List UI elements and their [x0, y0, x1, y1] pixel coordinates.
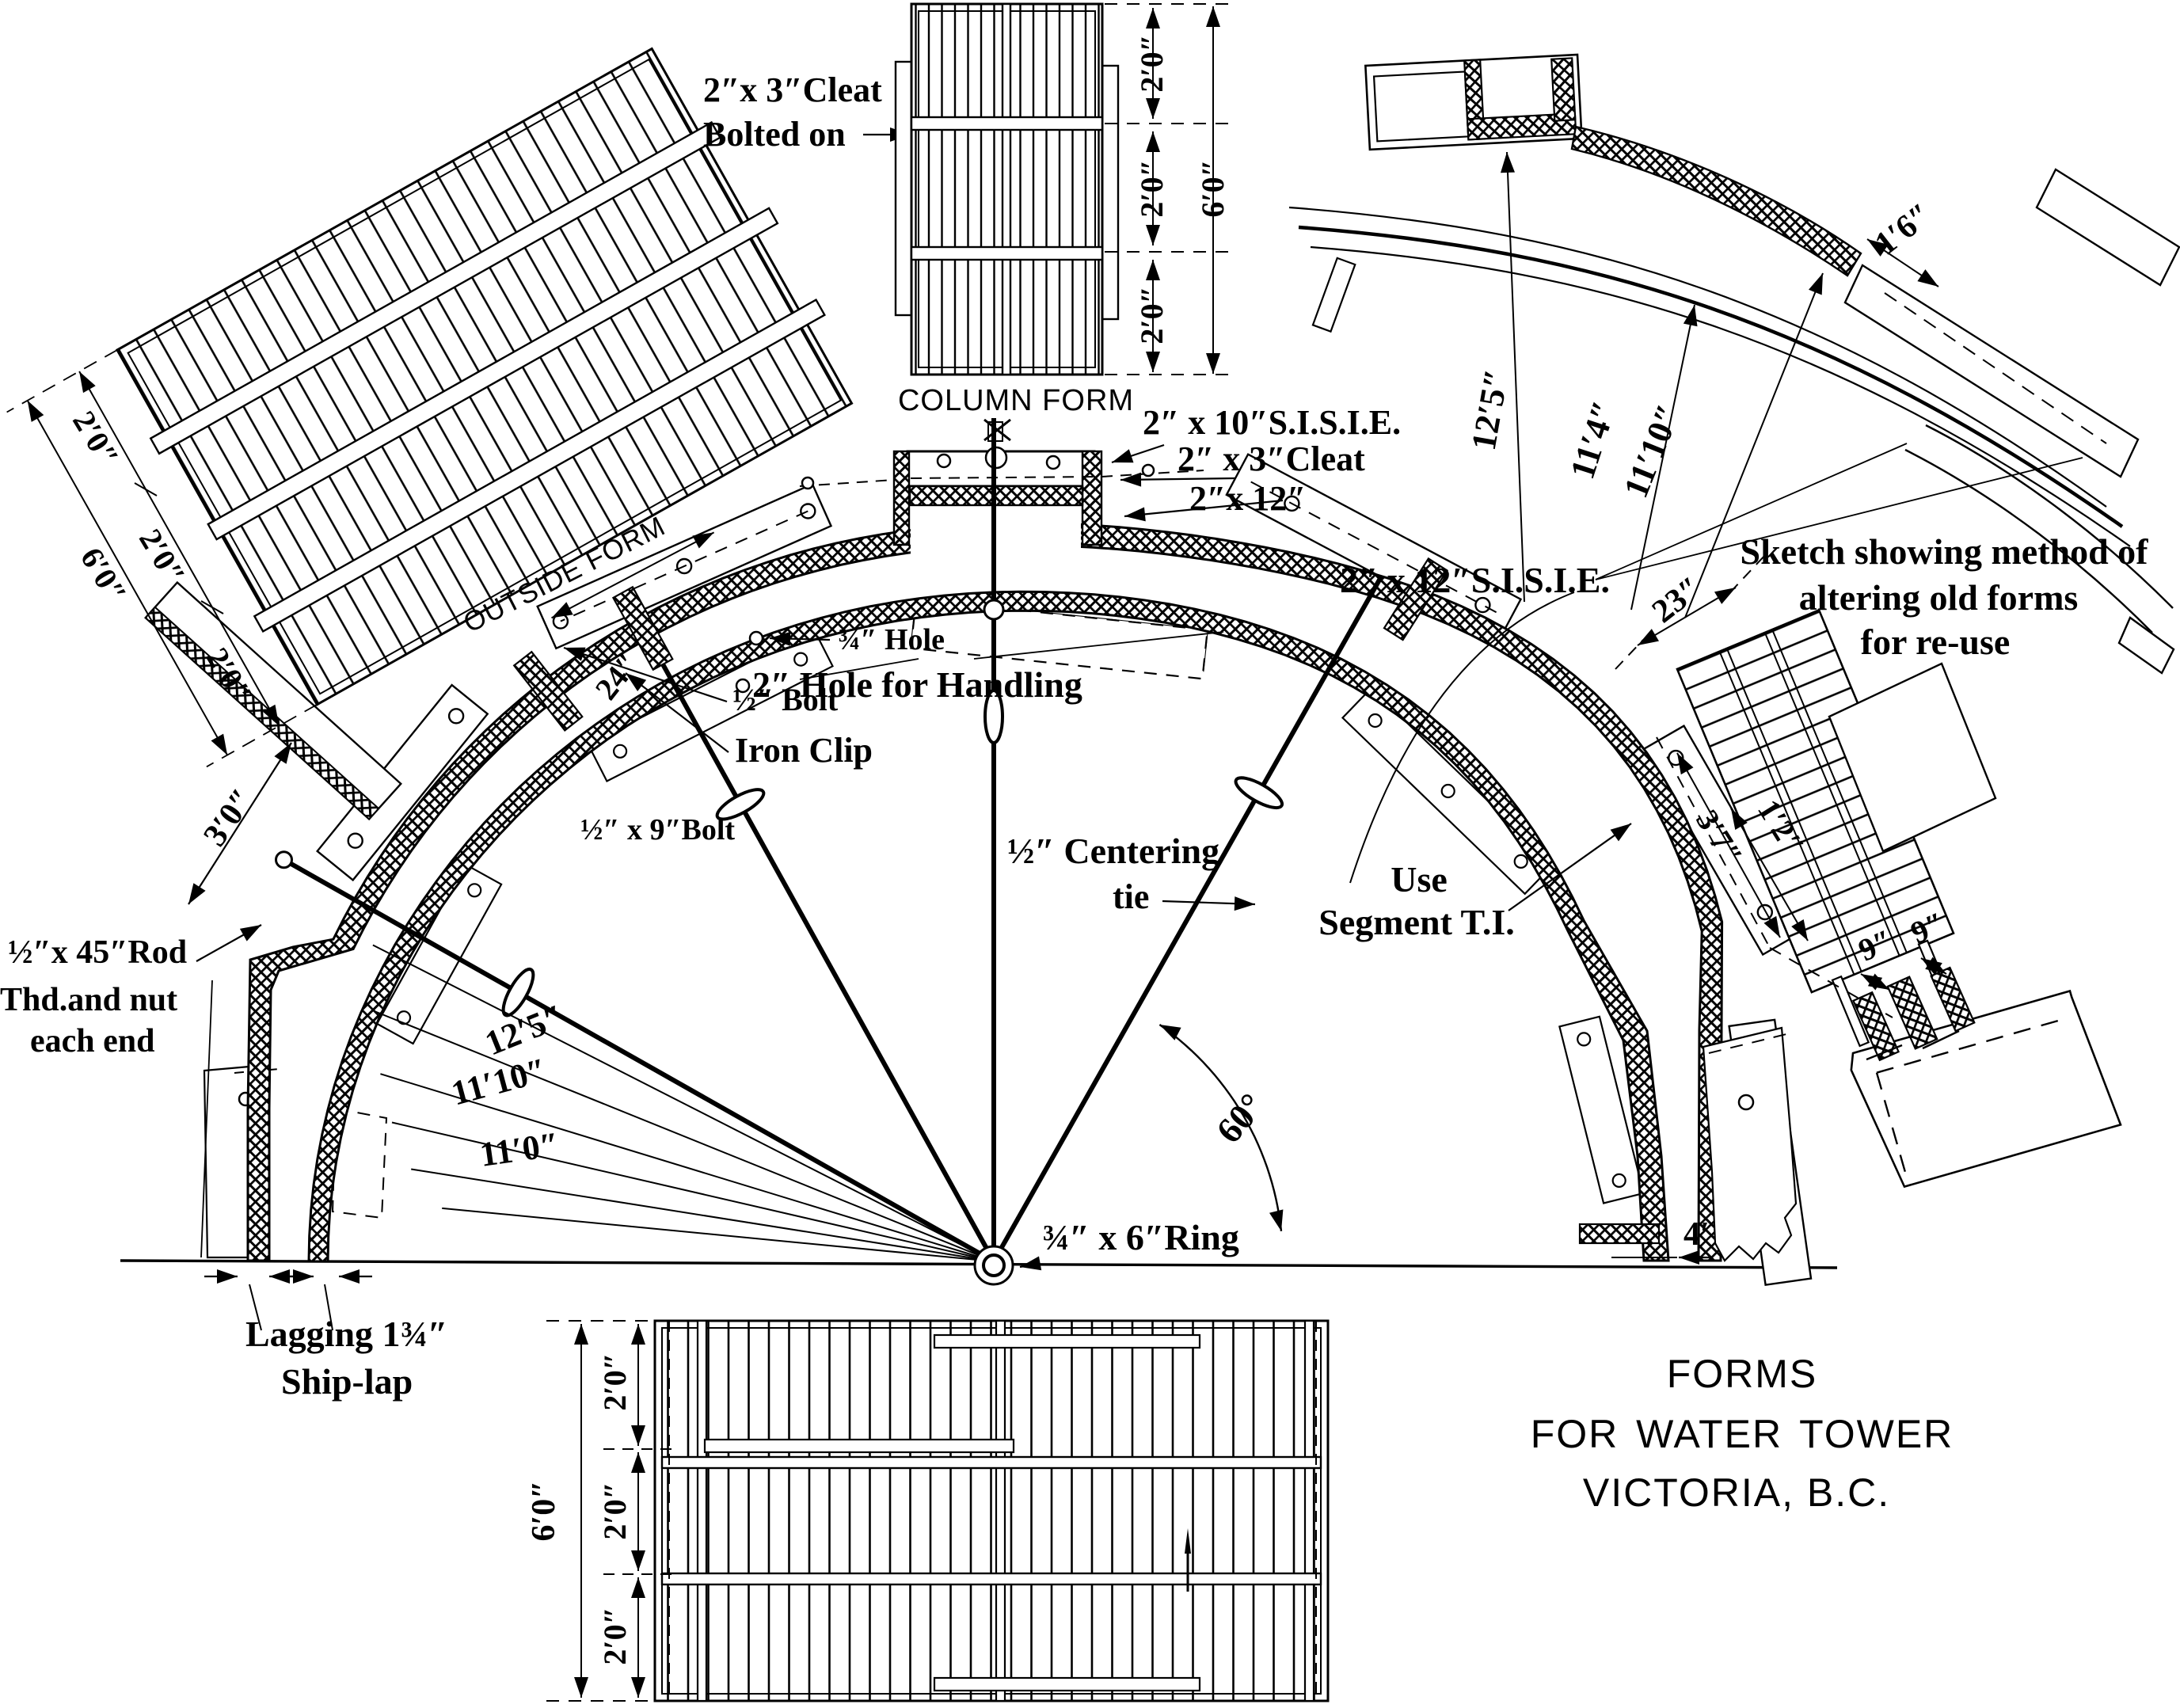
svg-text:2″x 3″Cleat: 2″x 3″Cleat — [703, 70, 882, 109]
svg-text:tie: tie — [1113, 877, 1149, 916]
svg-text:6′0″: 6′0″ — [526, 1480, 562, 1541]
svg-text:Ship-lap: Ship-lap — [281, 1361, 413, 1402]
svg-text:altering old forms: altering old forms — [1799, 577, 2079, 618]
svg-text:¾″ Hole: ¾″ Hole — [838, 623, 945, 656]
svg-text:Lagging 1¾″: Lagging 1¾″ — [245, 1314, 447, 1354]
svg-text:2′0″: 2′0″ — [1134, 286, 1170, 344]
svg-text:Use: Use — [1391, 859, 1448, 900]
svg-text:4′: 4′ — [1684, 1216, 1710, 1253]
svg-text:Segment T.I.: Segment T.I. — [1318, 902, 1514, 942]
svg-text:FORMS: FORMS — [1667, 1352, 1818, 1396]
svg-text:½″x 45″Rod: ½″x 45″Rod — [8, 934, 187, 971]
svg-text:Iron Clip: Iron Clip — [735, 731, 873, 770]
svg-text:Bolted on: Bolted on — [703, 115, 846, 154]
svg-text:for re-use: for re-use — [1861, 622, 2011, 662]
svg-text:COLUMN FORM: COLUMN FORM — [898, 384, 1134, 417]
svg-text:Thd.and nut: Thd.and nut — [0, 982, 177, 1018]
svg-text:2′0″: 2′0″ — [1134, 34, 1170, 92]
svg-text:¾″ x 6″Ring: ¾″ x 6″Ring — [1042, 1217, 1239, 1257]
svg-text:2″ x 12″S.I.S.I.E.: 2″ x 12″S.I.S.I.E. — [1340, 560, 1610, 600]
svg-text:½″ x 9″Bolt: ½″ x 9″Bolt — [580, 813, 735, 846]
svg-text:2′0″: 2′0″ — [1134, 159, 1170, 217]
svg-text:½″ Centering: ½″ Centering — [1007, 831, 1219, 871]
svg-text:2″ x 10″S.I.S.I.E.: 2″ x 10″S.I.S.I.E. — [1143, 403, 1401, 442]
svg-text:Sketch showing method of: Sketch showing method of — [1740, 531, 2148, 572]
svg-text:½″ Bolt: ½″ Bolt — [732, 682, 839, 717]
svg-text:FOR WATER TOWER: FOR WATER TOWER — [1531, 1412, 1954, 1456]
svg-text:2″x 12″: 2″x 12″ — [1189, 479, 1307, 518]
svg-text:2′0″: 2′0″ — [597, 1352, 633, 1410]
svg-text:6′0″: 6′0″ — [1195, 159, 1231, 217]
svg-text:2″ x 3″Cleat: 2″ x 3″Cleat — [1178, 439, 1365, 478]
svg-text:VICTORIA, B.C.: VICTORIA, B.C. — [1583, 1470, 1890, 1515]
svg-text:2″ Hole for Handling: 2″ Hole for Handling — [752, 664, 1082, 705]
svg-text:2′0″: 2′0″ — [597, 1482, 633, 1539]
svg-text:2′0″: 2′0″ — [597, 1607, 633, 1664]
svg-text:each end: each end — [30, 1023, 155, 1059]
